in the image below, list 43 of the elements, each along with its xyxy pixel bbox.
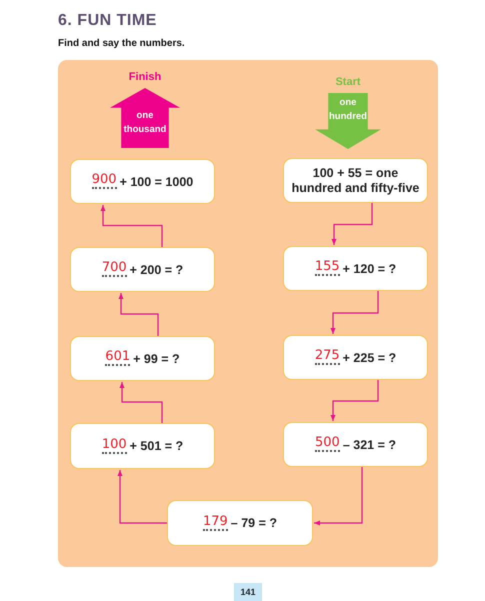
- answer-text: 155: [314, 261, 340, 276]
- arrow: [332, 203, 373, 245]
- answer-text: 179: [202, 516, 228, 530]
- arrow-text: one thousand: [122, 109, 168, 137]
- instruction-text: Find and say the numbers.: [58, 38, 185, 49]
- equation-box: [167, 500, 313, 546]
- equation-box: [283, 158, 428, 203]
- arrow-caption: Finish: [128, 71, 162, 83]
- arrow: [118, 293, 159, 336]
- arrow: [118, 470, 167, 524]
- equation-text: + 225 = ?: [342, 350, 396, 364]
- equation-box: [70, 159, 215, 204]
- equation-box: [283, 335, 428, 380]
- equation-box: [70, 423, 215, 469]
- equation-text: – 321 = ?: [342, 438, 396, 452]
- equation-text: + 120 = ?: [342, 262, 396, 276]
- equation-text: – 79 = ?: [230, 516, 278, 530]
- arrow: [100, 205, 163, 247]
- down-arrow: [315, 93, 381, 149]
- arrow-text: one hundred: [328, 96, 368, 124]
- page-number: 141: [234, 583, 262, 601]
- arrow-caption: Start: [334, 76, 362, 88]
- answer-text: 500: [315, 437, 340, 452]
- arrow: [330, 291, 379, 334]
- equation-text: + 99 = ?: [133, 352, 180, 366]
- arrow: [314, 467, 363, 526]
- heading: 6. FUN TIME: [58, 12, 157, 30]
- equation-text: + 100 = 1000: [120, 174, 194, 188]
- answer-text: 100: [102, 438, 127, 454]
- answer-text: 900: [92, 174, 117, 189]
- equation-box: [283, 422, 428, 467]
- equation-box: [283, 246, 428, 291]
- up-arrow: [110, 88, 180, 148]
- answer-text: 275: [314, 350, 340, 365]
- arrow: [120, 382, 163, 423]
- equation-text: + 501 = ?: [130, 439, 184, 453]
- arrow: [330, 380, 379, 421]
- equation-text: 100 + 55 = one hundred and fifty-five: [290, 166, 420, 196]
- equation-box: [70, 336, 215, 381]
- equation-box: [70, 247, 215, 292]
- answer-text: 601: [105, 351, 130, 366]
- equation-text: + 200 = ?: [130, 262, 184, 276]
- answer-text: 700: [102, 262, 127, 277]
